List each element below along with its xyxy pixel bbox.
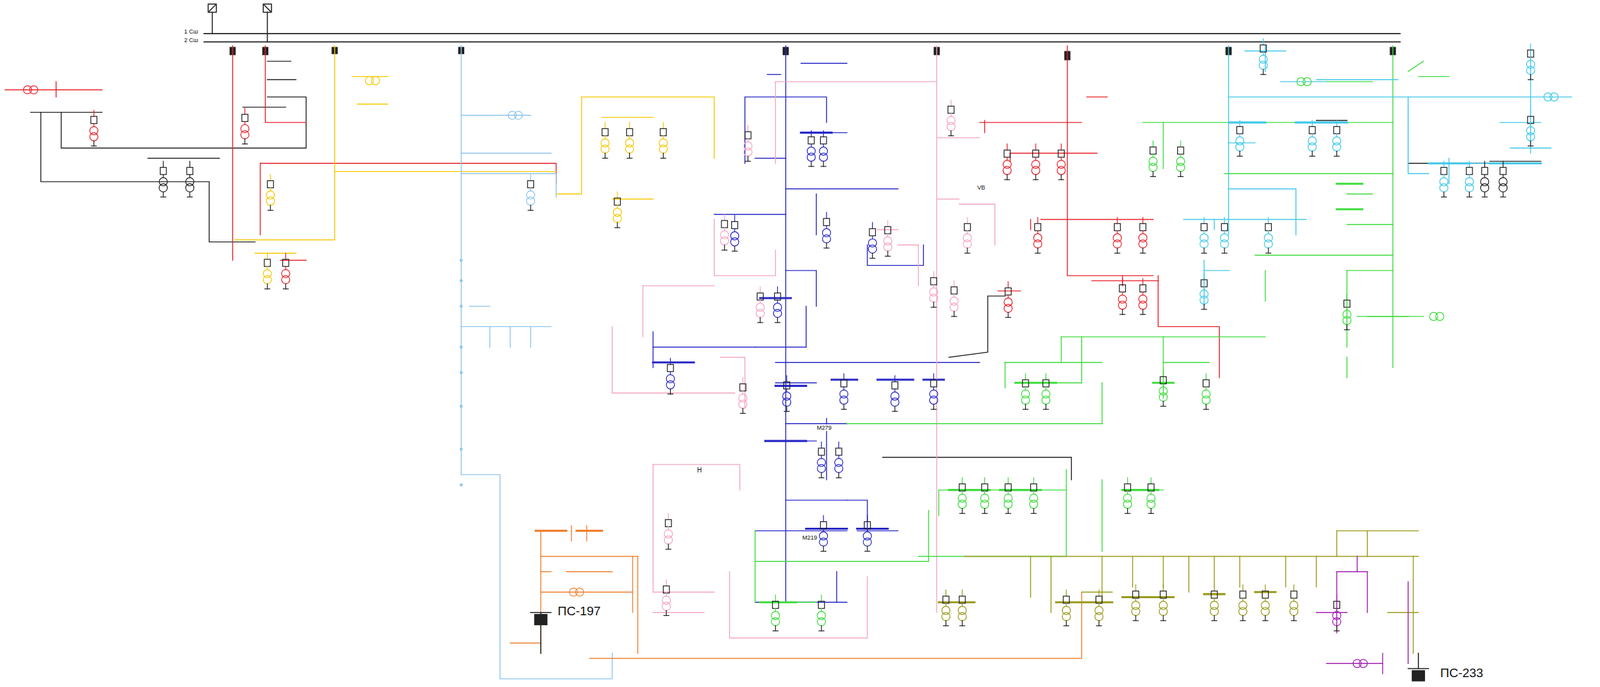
blue-feeder (653, 46, 980, 602)
text-label: ПС-233 (1438, 665, 1485, 680)
olive-feeder (964, 530, 1418, 654)
transformer-symbol (90, 38, 1535, 631)
substation-symbol (530, 612, 552, 654)
green-bus (760, 183, 1362, 602)
orange-feeder (510, 525, 1082, 659)
pink-feeder (612, 46, 995, 638)
yellow-feeder (234, 46, 715, 254)
blue-bus (653, 132, 944, 529)
feeder-breaker (229, 46, 1397, 60)
olive-bus (939, 591, 1276, 603)
text-label: 1 Сш (182, 28, 200, 35)
light-blue-joint (459, 258, 463, 486)
text-label: Н (695, 466, 704, 475)
green-feeder (754, 46, 1449, 602)
main-bus (203, 33, 1401, 42)
incomer (208, 3, 272, 42)
inline-transformer (23, 76, 1559, 667)
orange-bus (535, 529, 603, 532)
text-label: 2 Сш (182, 36, 200, 44)
text-label: ПС-197 (556, 603, 602, 619)
text-label: М219 (800, 533, 819, 541)
cyan-bus (1229, 122, 1541, 164)
text-label: М279 (815, 424, 834, 431)
substation-symbol (1407, 653, 1429, 681)
light-blue-feeder (460, 46, 613, 679)
purple-feeder (1316, 555, 1409, 673)
text-label: VB (975, 184, 987, 191)
cyan-feeder (1183, 46, 1572, 307)
